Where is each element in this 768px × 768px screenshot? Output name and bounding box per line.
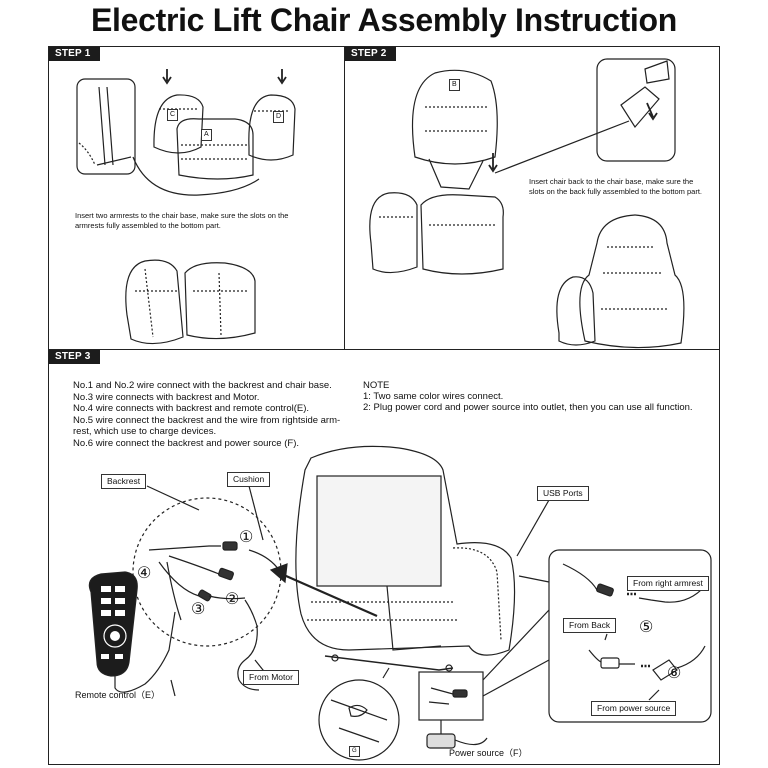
note-line-1: 1: Two same color wires connect. [363, 391, 504, 402]
step3-tag: STEP 3 [49, 350, 101, 364]
note-title: NOTE [363, 380, 390, 391]
step2-illustration [369, 58, 685, 349]
wire-number-2: ② [225, 591, 240, 608]
label-from-right-armrest: From right armrest [627, 576, 709, 591]
step1-tag: STEP 1 [49, 47, 101, 61]
step3-panel: STEP 3 No.1 and No.2 wire connect with t… [48, 349, 720, 765]
wire-number-5: ⑤ [639, 619, 654, 636]
part-label-d: D [273, 111, 285, 123]
step1-instruction: Insert two armrests to the chair base, m… [75, 211, 289, 230]
label-cushion: Cushion [227, 472, 271, 487]
step1-illustration [76, 69, 296, 345]
page-title: Electric Lift Chair Assembly Instruction [90, 2, 678, 38]
step3-illustration [88, 445, 712, 761]
note-line-2: 2: Plug power cord and power source into… [363, 402, 693, 413]
label-from-power-source: From power source [591, 701, 677, 716]
step2-instruction: Insert chair back to the chair base, mak… [529, 177, 703, 196]
part-label-c: C [167, 109, 179, 121]
label-part-g: G [349, 746, 360, 757]
step1-panel: STEP 1 C A D Insert two armrests to the … [48, 46, 345, 350]
label-from-motor: From Motor [243, 670, 299, 685]
label-from-back: From Back [563, 618, 617, 633]
step2-tag: STEP 2 [345, 47, 397, 61]
label-backrest: Backrest [101, 474, 147, 489]
wire-number-6: ⑥ [667, 665, 682, 682]
label-power-source: Power source（F） [449, 748, 528, 758]
wire-number-4: ④ [137, 565, 152, 582]
wire-number-1: ① [239, 529, 254, 546]
wiring-notes: No.1 and No.2 wire connect with the back… [73, 380, 341, 449]
step2-panel: STEP 2 B Insert chair back to the chair … [344, 46, 720, 350]
part-label-a: A [201, 129, 212, 141]
label-usb-ports: USB Ports [537, 486, 589, 501]
label-remote-control: Remote control（E） [75, 690, 161, 700]
part-label-b: B [449, 79, 460, 91]
wire-number-3: ③ [191, 601, 206, 618]
